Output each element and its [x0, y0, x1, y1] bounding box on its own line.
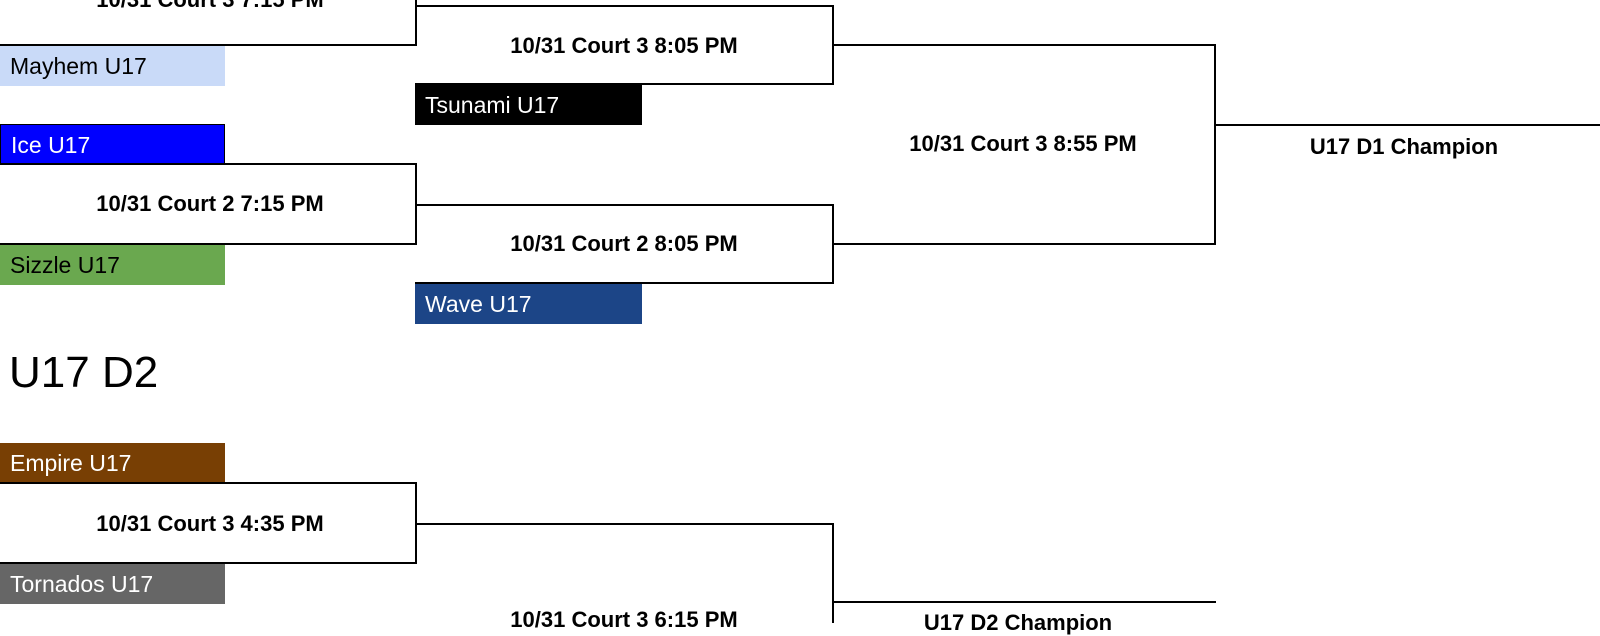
game-label: 10/31 Court 3 6:15 PM [510, 607, 738, 632]
bracket-line [415, 282, 834, 284]
division-title: U17 D2 [9, 348, 159, 397]
game-label: 10/31 Court 2 8:05 PM [510, 231, 738, 256]
bracket-line [832, 601, 1216, 603]
bracket-line [1214, 124, 1600, 126]
bracket-line [832, 523, 834, 623]
game-label: 10/31 Court 3 8:55 PM [909, 131, 1137, 156]
bracket-line [415, 523, 834, 525]
team-mayhem[interactable]: Mayhem U17 [0, 46, 225, 86]
bracket-line [832, 243, 1216, 245]
bracket-line [0, 163, 417, 165]
champion-label: U17 D1 Champion [1309, 134, 1499, 159]
game-label: 10/31 Court 3 8:05 PM [510, 33, 738, 58]
bracket-line [1214, 44, 1216, 245]
team-tsunami[interactable]: Tsunami U17 [415, 85, 642, 125]
game-label: 10/31 Court 3 7:15 PM [60, 0, 360, 13]
team-tornados[interactable]: Tornados U17 [0, 564, 225, 604]
champion-label: U17 D2 Champion [923, 610, 1113, 635]
bracket-line [0, 44, 417, 46]
bracket-line [832, 44, 1216, 46]
team-empire[interactable]: Empire U17 [0, 443, 225, 483]
team-ice[interactable]: Ice U17 [0, 124, 225, 164]
bracket-line [0, 243, 417, 245]
bracket-line [415, 5, 834, 7]
bracket-line [415, 0, 417, 46]
bracket-line [0, 482, 417, 484]
team-wave[interactable]: Wave U17 [415, 284, 642, 324]
game-label: 10/31 Court 2 7:15 PM [96, 191, 324, 216]
bracket-line [415, 204, 834, 206]
game-label: 10/31 Court 3 4:35 PM [96, 511, 324, 536]
bracket-line [415, 83, 834, 85]
team-sizzle[interactable]: Sizzle U17 [0, 245, 225, 285]
bracket-line [0, 562, 417, 564]
